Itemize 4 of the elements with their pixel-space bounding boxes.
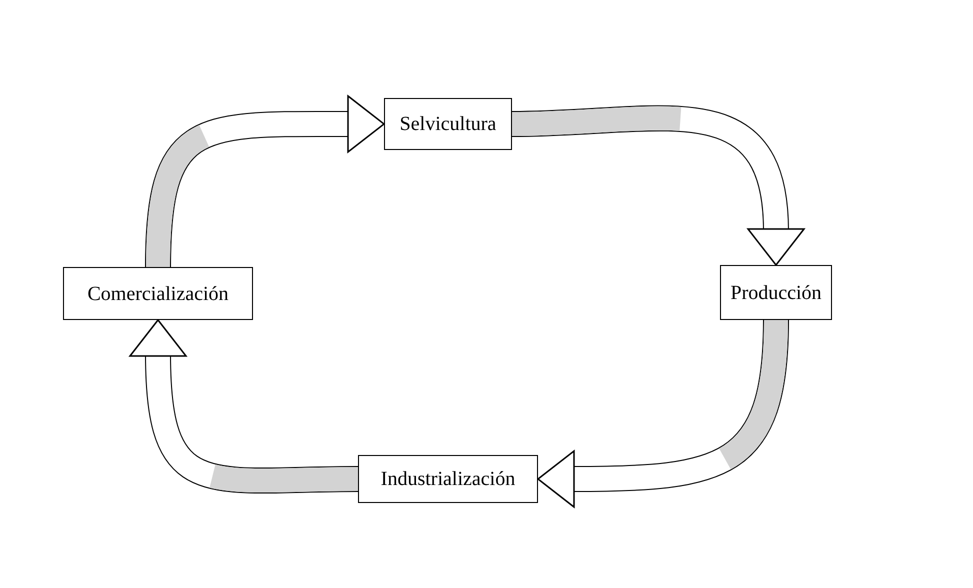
process-box: Producción [720, 265, 832, 320]
process-box: Industrialización [358, 455, 538, 503]
process-box: Selvicultura [384, 98, 512, 150]
process-box: Comercialización [63, 267, 253, 320]
